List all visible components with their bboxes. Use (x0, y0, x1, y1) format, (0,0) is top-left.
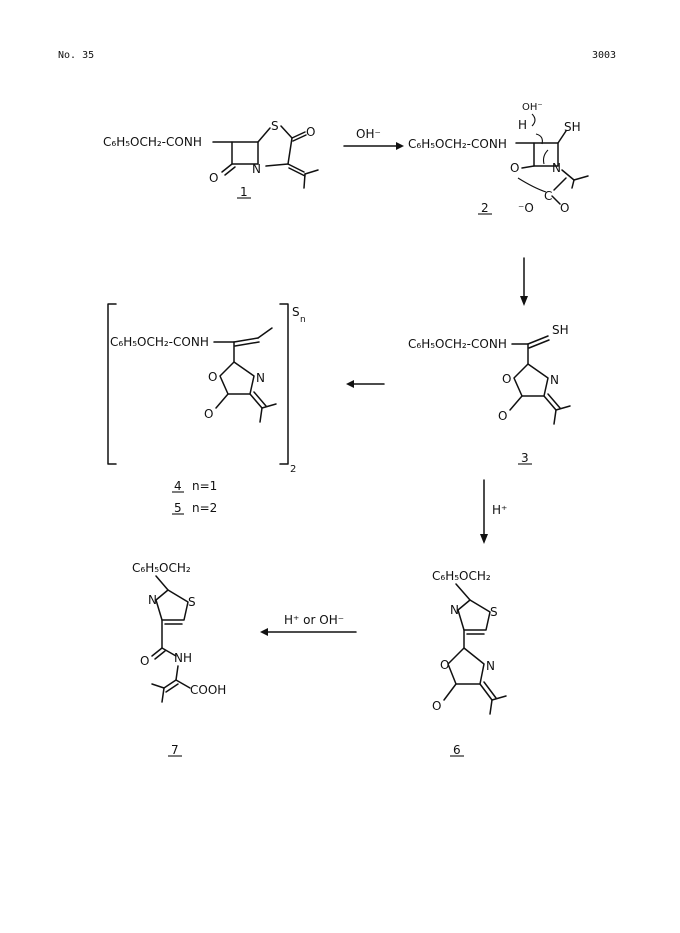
atom-N: N (550, 373, 559, 387)
amide-NH-label: NH (174, 651, 192, 665)
atom-N: N (148, 593, 157, 607)
compound-1: C₆H₅OCH₂-CONH O N S O 1 (103, 119, 319, 199)
carboxylate-label: ⁻O (518, 201, 534, 215)
n-value-2: n=2 (192, 501, 217, 515)
atom-H: H (518, 118, 527, 132)
atom-O: O (440, 658, 449, 672)
compound-number-6: 6 (453, 743, 461, 757)
subscript-n: n (300, 315, 306, 325)
atom-O: O (204, 407, 213, 421)
atom-O: O (209, 171, 218, 185)
atom-O: O (208, 370, 217, 384)
reaction-arrow-3 (346, 380, 385, 388)
reaction-arrow-2 (520, 257, 528, 306)
atom-S: S (271, 119, 279, 133)
thiol-label: SH (564, 120, 581, 134)
atom-O: O (510, 161, 519, 175)
atom-O: O (432, 699, 441, 713)
atom-C: C (544, 189, 552, 203)
reagent-label: H⁺ or OH⁻ (284, 613, 344, 627)
atom-N: N (450, 603, 459, 617)
compound-5-label: 5 n=2 (172, 501, 217, 515)
side-chain-label: C₆H₅OCH₂ (432, 569, 491, 583)
compound-7: C₆H₅OCH₂ N S O NH COOH 7 (132, 561, 226, 757)
side-chain-label: C₆H₅OCH₂-CONH (408, 337, 507, 351)
carboxylic-acid-label: COOH (190, 683, 226, 697)
journal-issue-number: No. 35 (58, 50, 95, 61)
reaction-arrow-5: H⁺ or OH⁻ (260, 613, 357, 636)
atom-O: O (560, 201, 569, 215)
compound-number-2: 2 (481, 201, 489, 215)
compound-3: C₆H₅OCH₂-CONH SH O N O 3 (408, 323, 571, 465)
atom-S: S (292, 305, 300, 319)
side-chain-label: C₆H₅OCH₂ (132, 561, 191, 575)
reagent-label: OH⁻ (356, 127, 381, 141)
compound-number-4: 4 (174, 479, 182, 493)
compound-number-7: 7 (171, 743, 179, 757)
compound-2: C₆H₅OCH₂-CONH H OH⁻ SH N O C O ⁻O 2 (408, 102, 589, 215)
n-value-1: n=1 (192, 479, 217, 493)
page-number: 3003 (592, 50, 617, 61)
compound-number-3: 3 (521, 451, 529, 465)
atom-N: N (552, 161, 561, 175)
compound-number-5: 5 (174, 501, 182, 515)
reaction-arrow-1: OH⁻ (343, 127, 404, 150)
hydroxide-label: OH⁻ (522, 102, 543, 113)
thiol-label: SH (552, 323, 569, 337)
bracket-subscript: 2 (290, 464, 296, 475)
compound-number-1: 1 (240, 185, 248, 199)
compound-4-5: S n 2 C₆H₅OCH₂-CONH O N O (107, 303, 306, 475)
atom-O: O (140, 654, 149, 668)
reagent-label: H⁺ (492, 503, 507, 517)
atom-S: S (188, 595, 196, 609)
reaction-arrow-4: H⁺ (480, 479, 507, 544)
compound-6: C₆H₅OCH₂ N S O N O 6 (432, 569, 507, 757)
side-chain-label: C₆H₅OCH₂-CONH (110, 335, 209, 349)
atom-N: N (486, 659, 495, 673)
atom-S: S (490, 605, 498, 619)
compound-4-label: 4 n=1 (172, 479, 217, 493)
atom-O: O (502, 372, 511, 386)
atom-N: N (252, 162, 261, 176)
atom-O: O (498, 409, 507, 423)
atom-O: O (306, 125, 315, 139)
side-chain-label: C₆H₅OCH₂-CONH (408, 137, 507, 151)
atom-N: N (256, 371, 265, 385)
side-chain-label: C₆H₅OCH₂-CONH (103, 135, 202, 149)
